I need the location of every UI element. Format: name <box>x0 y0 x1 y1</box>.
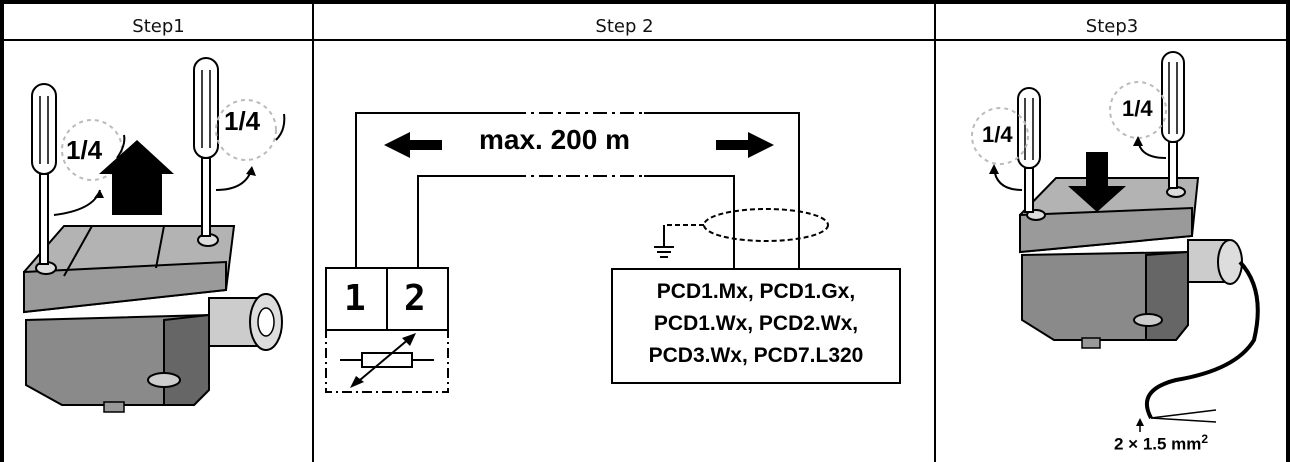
max-distance-label: max. 200 m <box>479 124 630 155</box>
housing-lid-removal-illustration <box>23 57 286 413</box>
cable-label-text: 2 × 1.5 mm <box>1114 434 1202 454</box>
cable-label-superscript: 2 <box>1201 432 1209 446</box>
step1-header: Step1 <box>132 16 185 37</box>
step2-header: Step 2 <box>595 16 654 37</box>
step2-panel: max. 200 m 1 2 PCD1.Mx, PCD1.Gx, PCD1.Wx… <box>314 40 935 462</box>
cable-cross-section-label: 2 × 1.5 mm2 <box>1114 432 1208 455</box>
terminal-2-label: 2 <box>404 278 426 319</box>
device-line: PCD1.Mx, PCD1.Gx, <box>656 280 856 303</box>
quarter-turn-label-right: 1/4 <box>1122 96 1153 121</box>
device-line: PCD1.Wx, PCD2.Wx, <box>653 312 859 335</box>
device-line: PCD3.Wx, PCD7.L320 <box>648 344 864 367</box>
step1-panel: 1/4 1/4 <box>4 40 313 462</box>
quarter-turn-label-left: 1/4 <box>982 122 1013 147</box>
wiring-diagram <box>325 111 829 393</box>
quarter-turn-label-right: 1/4 <box>224 106 261 136</box>
terminal-1-label: 1 <box>344 278 366 319</box>
housing-lid-closing-illustration <box>971 51 1260 432</box>
step3-header: Step3 <box>1085 16 1139 37</box>
quarter-turn-label-left: 1/4 <box>66 135 103 165</box>
pcd-device-box: PCD1.Mx, PCD1.Gx, PCD1.Wx, PCD2.Wx, PCD3… <box>611 268 901 384</box>
step3-panel: 1/4 1/4 2 × 1.5 mm2 <box>936 40 1288 462</box>
